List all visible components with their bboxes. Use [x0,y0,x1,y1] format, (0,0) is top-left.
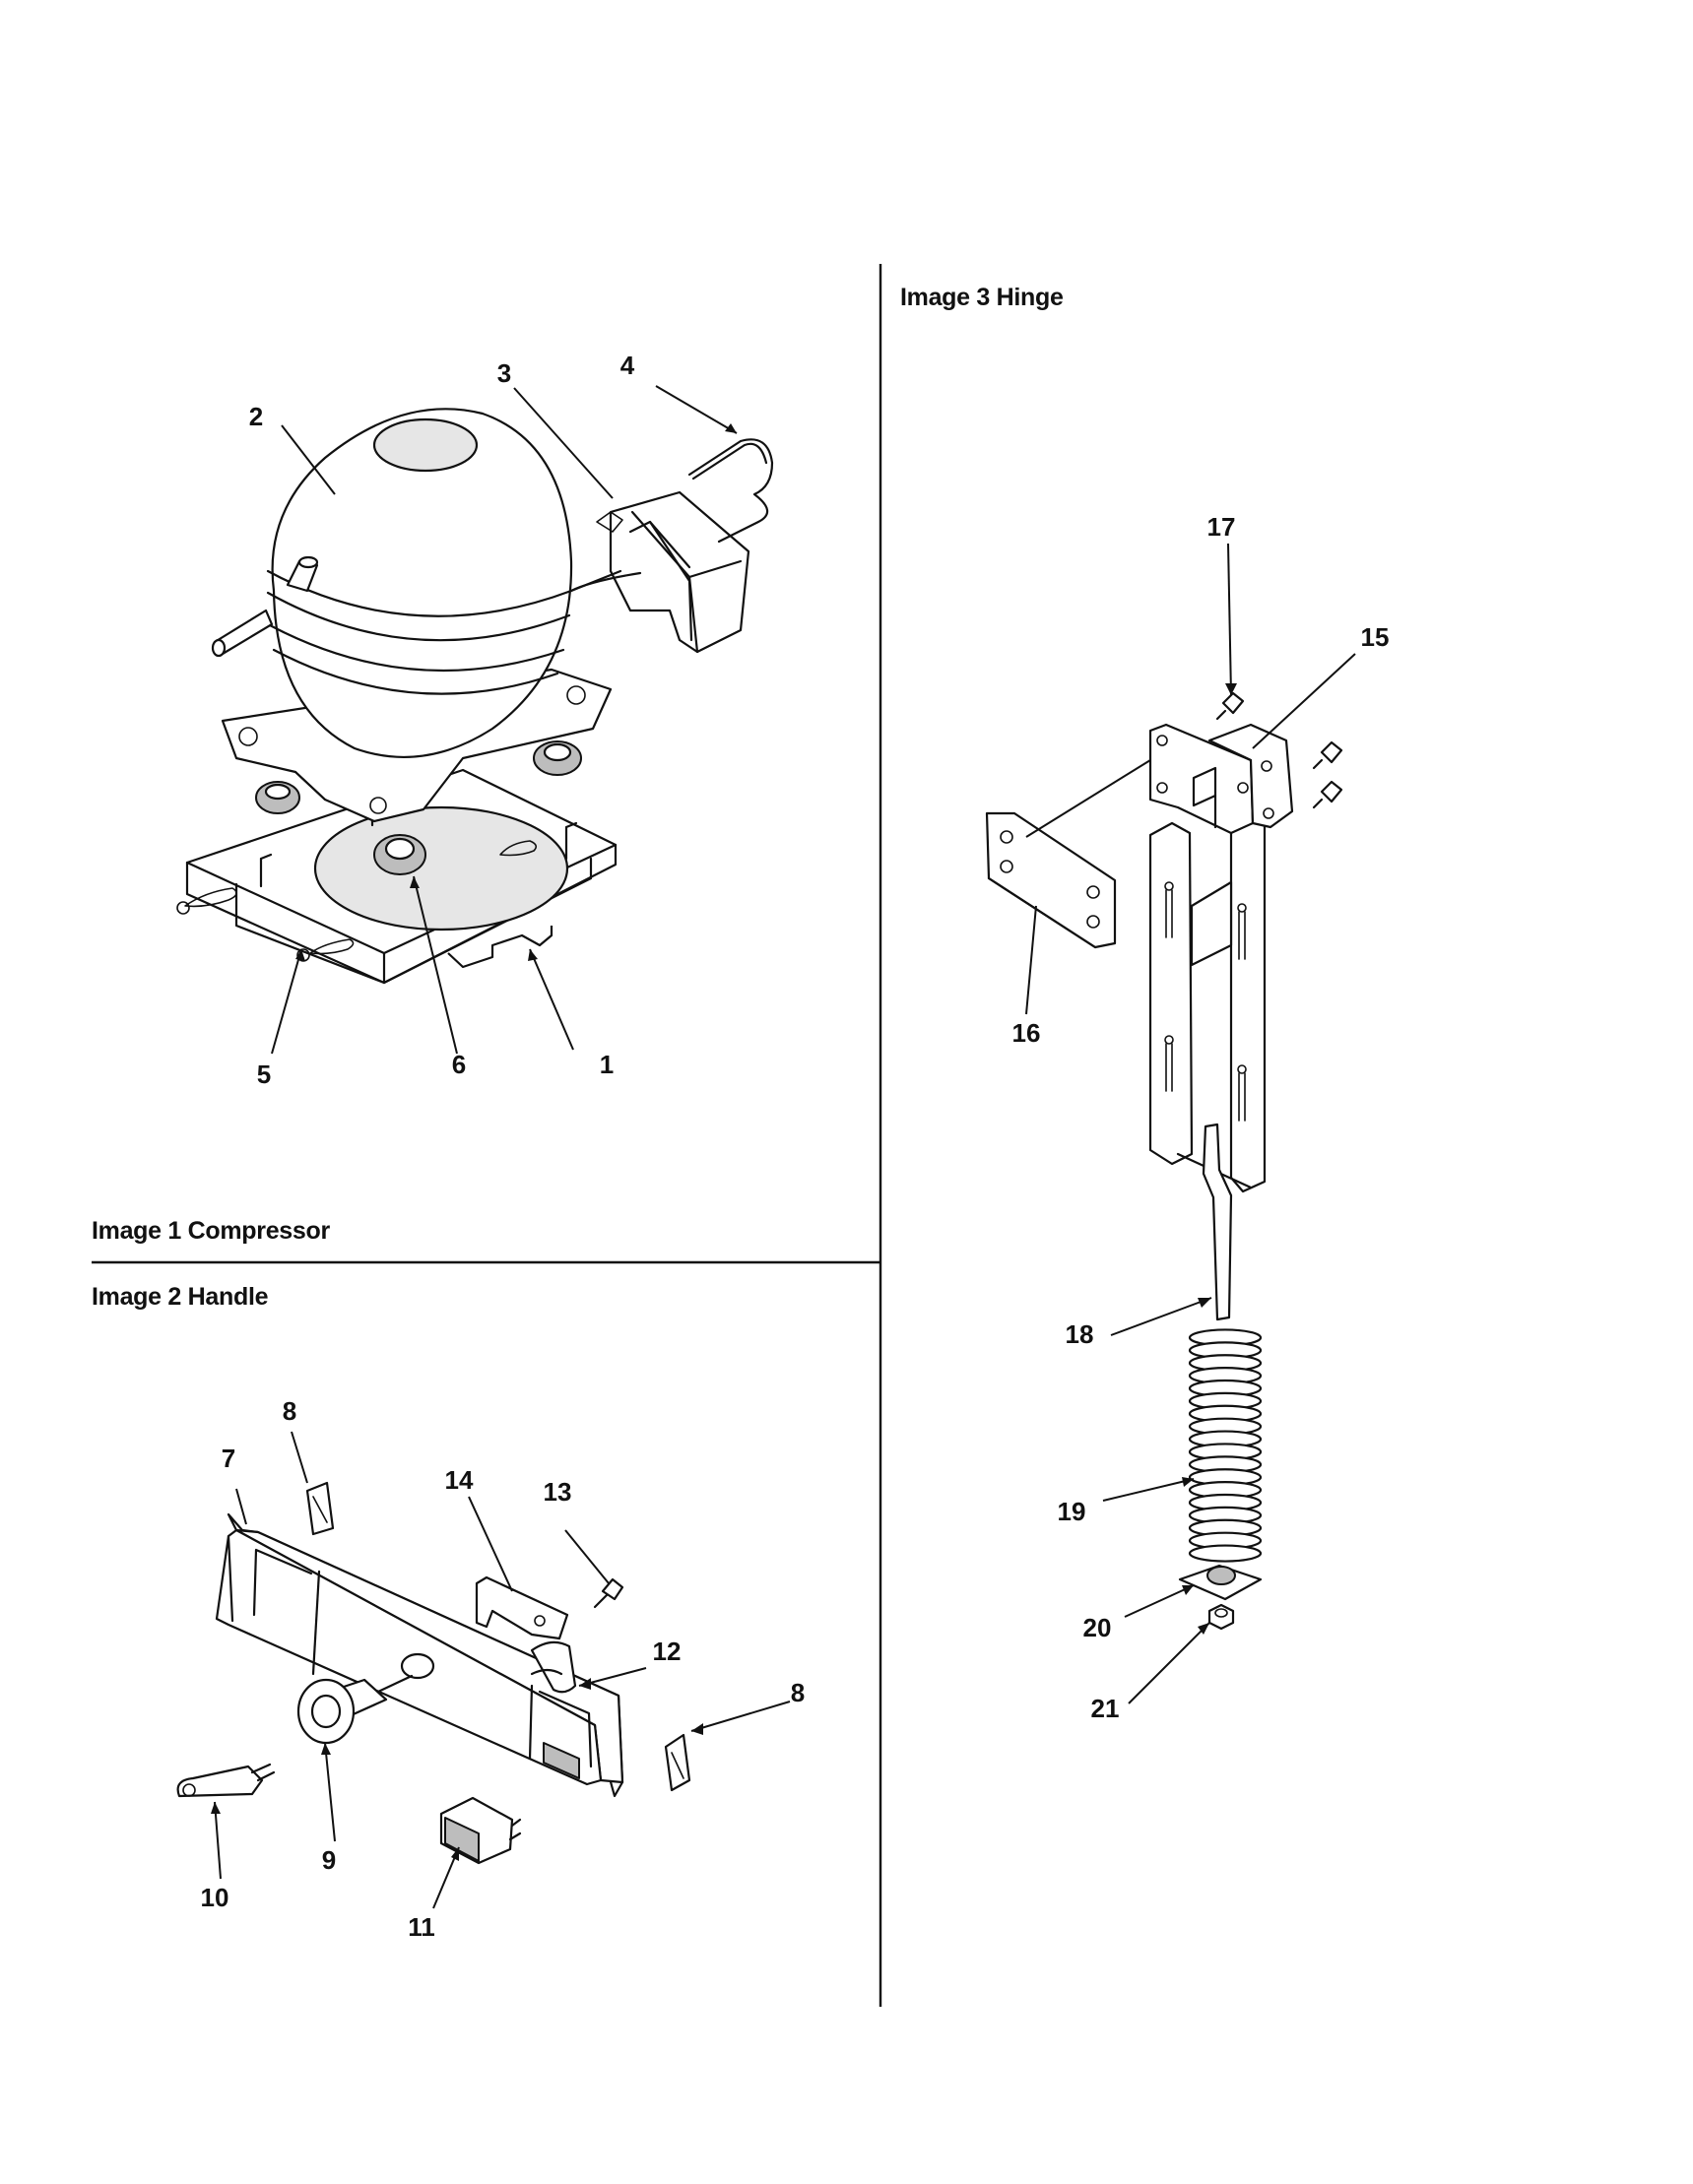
latch-plate [475,1575,569,1640]
callout-6: 6 [451,1050,467,1079]
handle-assembly [176,1481,691,1865]
callout-17: 17 [1206,512,1236,542]
callout-13: 13 [543,1477,572,1507]
callout-3: 3 [496,358,512,388]
spring-coil [1188,1544,1263,1563]
title-compressor: Image 1 Compressor [92,1217,330,1245]
callout-4: 4 [619,351,635,380]
hinge-pin [1202,1123,1233,1321]
dome-top-cap [372,418,479,473]
callout-16: 16 [1011,1018,1041,1048]
relay-overload-box [609,490,750,654]
callout-19: 19 [1057,1497,1086,1526]
handle-leaders [211,1431,791,1909]
handle-label-right [664,1733,691,1792]
callout-11: 11 [408,1912,435,1942]
callout-21: 21 [1090,1694,1120,1723]
callout-14: 14 [444,1465,474,1495]
callout-8-right: 8 [790,1678,806,1707]
compressor-leaders [271,385,738,1055]
callout-20: 20 [1082,1613,1112,1642]
hinge-assembly [985,691,1343,1631]
handle-key [176,1765,264,1798]
hinge-leaders [1025,543,1356,1704]
callout-10: 10 [200,1883,229,1912]
hinge-bracket-right [1229,817,1267,1193]
wire-harness [687,438,774,544]
retaining-clip [530,1640,577,1694]
callout-2: 2 [248,402,264,431]
callout-18: 18 [1065,1319,1094,1349]
callout-5: 5 [256,1060,272,1089]
callout-7: 7 [221,1444,236,1473]
callout-9: 9 [321,1845,337,1875]
title-handle: Image 2 Handle [92,1283,269,1311]
compressor-assembly [176,408,774,985]
callout-8-top: 8 [282,1396,297,1426]
tray-oval [313,805,569,931]
hinge-spring [1188,1328,1263,1563]
compressor-dome [271,408,573,758]
callout-12: 12 [652,1637,682,1666]
callout-15: 15 [1360,622,1390,652]
title-hinge: Image 3 Hinge [900,284,1064,311]
callout-1: 1 [599,1050,615,1079]
hinge-bracket-left [1148,821,1194,1166]
